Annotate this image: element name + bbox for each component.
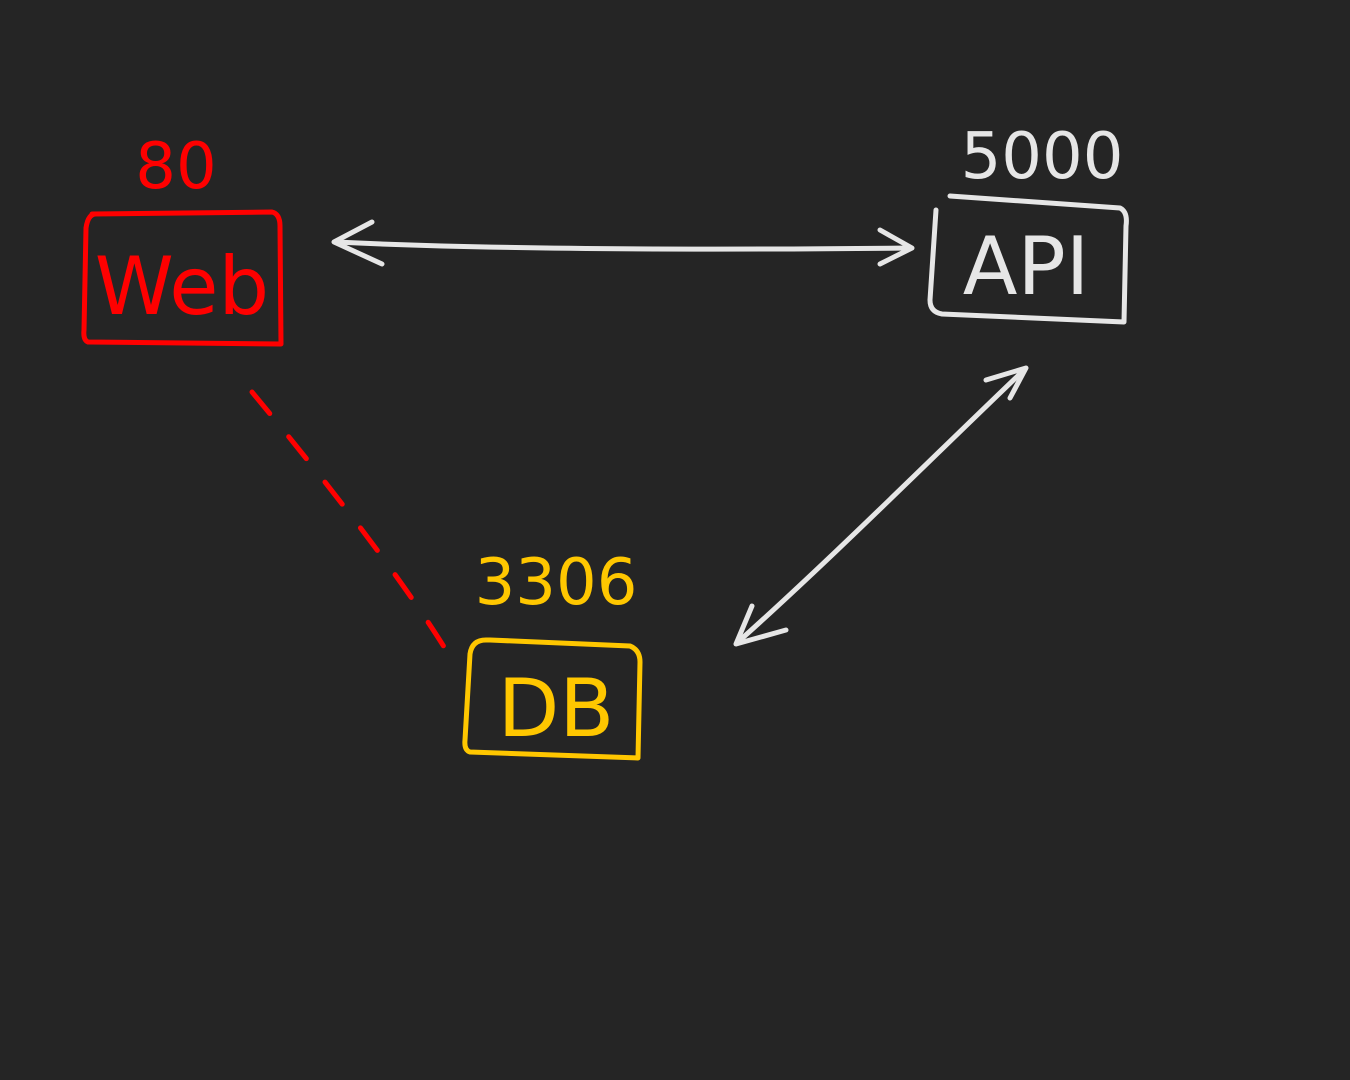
api-node: API 5000 (927, 120, 1129, 325)
edge-api-db-arrowhead-bottom (733, 603, 789, 647)
edge-api-db-line (735, 367, 1027, 645)
edge-web-api-arrowhead-right (877, 227, 915, 267)
db-node-label: DB (498, 662, 614, 755)
web-port-label: 80 (135, 130, 216, 204)
edge-web-db-dashed-line (249, 389, 449, 653)
web-node-box (81, 209, 284, 347)
api-node-box (927, 193, 1129, 325)
web-node: Web 80 (81, 130, 284, 347)
db-node-box (462, 637, 643, 761)
db-node: DB 3306 (462, 546, 643, 761)
edge-web-api-line (333, 239, 913, 252)
api-port-label: 5000 (961, 120, 1124, 194)
api-node-label: API (963, 220, 1090, 313)
edge-api-db (733, 365, 1029, 647)
edge-web-api-arrowhead-left (331, 219, 385, 267)
edge-api-db-arrowhead-top (983, 365, 1029, 401)
db-port-label: 3306 (475, 546, 638, 620)
edge-web-db (249, 389, 449, 653)
edge-web-api (331, 219, 915, 267)
web-node-label: Web (95, 240, 269, 333)
